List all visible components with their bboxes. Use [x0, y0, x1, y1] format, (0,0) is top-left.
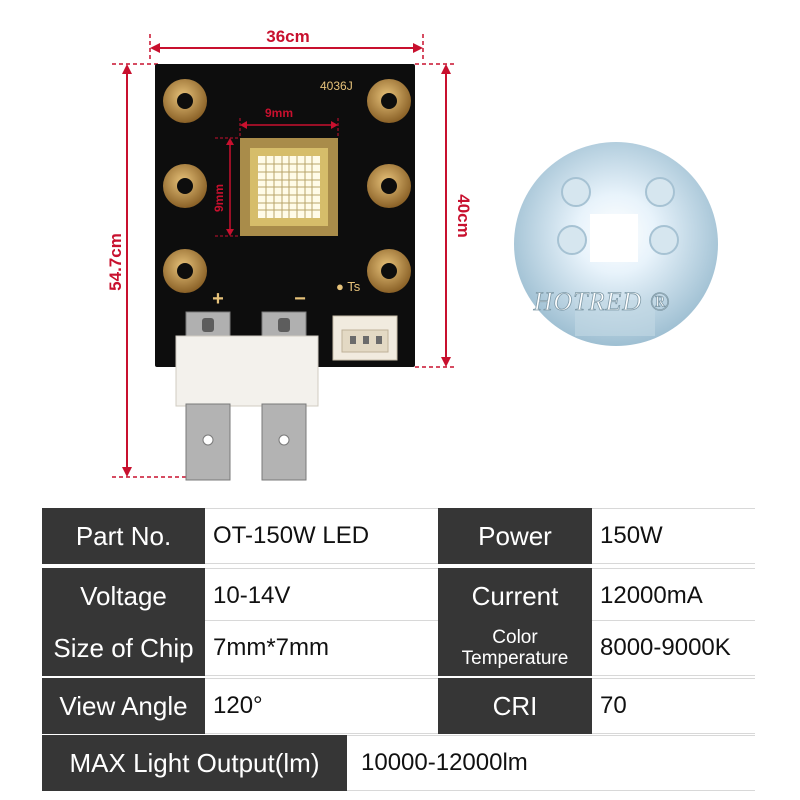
mounting-pad [163, 249, 207, 293]
board-height-dimension: 40cm [415, 63, 473, 368]
mounting-pad [367, 79, 411, 123]
mounting-pads [163, 79, 411, 293]
mounting-pad [163, 164, 207, 208]
sensor-connector [332, 315, 398, 361]
spec-value: 12000mA [592, 568, 755, 624]
watermark: HOTRED ® [533, 287, 671, 316]
spec-value: 7mm*7mm [205, 620, 438, 676]
mounting-pad [367, 249, 411, 293]
led-chip [240, 138, 338, 236]
chip-width-label: 9mm [265, 106, 293, 120]
polarity-minus-label: − [294, 288, 306, 310]
spec-label: Part No. [42, 508, 205, 564]
spec-value: 10-14V [205, 568, 438, 624]
sensor-label: ● Ts [336, 279, 361, 294]
spec-value: 120° [205, 678, 438, 734]
lit-led-photo: HOTRED ® [514, 142, 718, 346]
chip-width-dimension: 9mm [239, 106, 339, 138]
total-height-label: 54.7cm [106, 233, 125, 291]
spec-label-line: Color [492, 627, 538, 648]
spec-label: Voltage [42, 568, 205, 624]
spec-label: View Angle [42, 678, 205, 734]
spec-label: CRI [438, 678, 592, 734]
spec-row: Voltage 10-14V Current 12000mA [42, 568, 755, 624]
spec-row: Size of Chip 7mm*7mm Color Temperature 8… [42, 620, 755, 676]
spec-label-line: Temperature [461, 648, 569, 669]
spec-label-color-temperature: Color Temperature [438, 620, 592, 676]
spec-value: 8000-9000K [592, 620, 755, 676]
spec-label: Power [438, 508, 592, 564]
spec-value: 70 [592, 678, 755, 734]
width-label: 36cm [266, 27, 309, 46]
mounting-pad [163, 79, 207, 123]
spec-label: Current [438, 568, 592, 624]
spec-row: Part No. OT-150W LED Power 150W [42, 508, 755, 564]
spec-value: 10000-12000lm [347, 735, 755, 791]
chip-height-label: 9mm [212, 184, 226, 212]
chip-height-dimension: 9mm [212, 137, 240, 237]
width-dimension: 36cm [149, 27, 424, 62]
power-terminals [175, 311, 319, 481]
board-label: 4036J [320, 79, 353, 93]
product-illustration: 36cm 54.7cm 40cm 4036J [106, 27, 718, 481]
board-height-label: 40cm [454, 194, 473, 237]
polarity-plus-label: + [212, 288, 224, 310]
spec-row-max-output: MAX Light Output(lm) 10000-12000lm [42, 735, 755, 791]
total-height-dimension: 54.7cm [106, 63, 190, 478]
mounting-pad [367, 164, 411, 208]
spec-value: 150W [592, 508, 755, 564]
spec-row: View Angle 120° CRI 70 [42, 678, 755, 734]
spec-label: Size of Chip [42, 620, 205, 676]
spec-value: OT-150W LED [205, 508, 438, 564]
spec-table: Part No. OT-150W LED Power 150W Voltage … [42, 508, 755, 791]
spec-label: MAX Light Output(lm) [42, 735, 347, 791]
